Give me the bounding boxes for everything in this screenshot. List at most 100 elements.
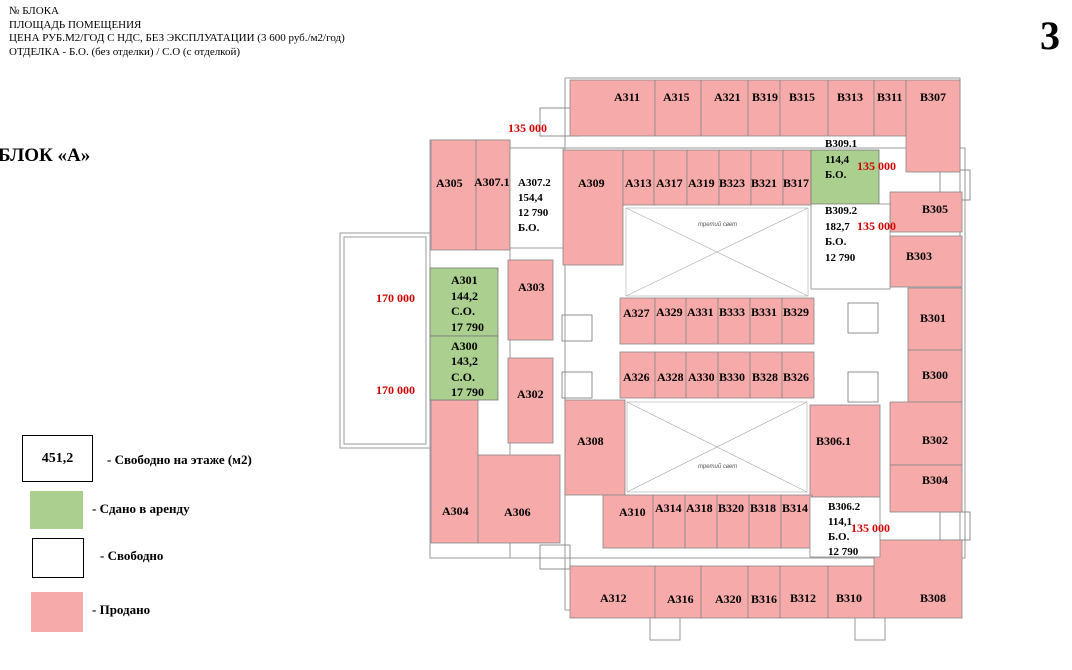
label-A301: A301 xyxy=(451,273,478,287)
room-A317 xyxy=(653,149,688,206)
room-B314 xyxy=(780,494,813,549)
room-B316 xyxy=(747,565,781,619)
label-B333: B333 xyxy=(719,305,745,319)
label-B329: B329 xyxy=(783,305,809,319)
label-A314: A314 xyxy=(655,501,682,515)
label-A303: A303 xyxy=(518,280,545,294)
room-A331 xyxy=(685,297,719,345)
legend-total-free-box: 451,2 xyxy=(22,435,93,482)
label-B306.2: B306.2 xyxy=(828,501,861,513)
label-A308: A308 xyxy=(577,434,604,448)
room-B309.1 xyxy=(810,149,880,205)
light-well-label-bottom: третий свет xyxy=(698,463,737,470)
room-B311 xyxy=(873,79,907,137)
price-B309.2: 135 000 xyxy=(857,219,896,233)
label-A309: A309 xyxy=(578,176,605,190)
rented-room-labels: A301 144,2 С.О. 17 790 170 000 A300 143,… xyxy=(376,138,896,399)
room-A300 xyxy=(429,335,499,401)
label-B316: B316 xyxy=(751,592,777,606)
legend-rented-swatch xyxy=(30,491,83,529)
sold-rooms xyxy=(430,79,963,619)
area-B309.2: 182,7 xyxy=(825,221,850,233)
light-well-label-top: третий свет xyxy=(698,221,737,228)
label-A311: A311 xyxy=(614,90,640,104)
finish-B309.1: Б.О. xyxy=(825,169,847,181)
room-A313 xyxy=(622,149,655,206)
price-A300: 170 000 xyxy=(376,383,415,397)
label-A316: A316 xyxy=(667,592,694,606)
label-B302: B302 xyxy=(922,433,948,447)
label-B314: B314 xyxy=(782,501,808,515)
rate-B306.2: 12 790 xyxy=(828,546,859,558)
room-A312 xyxy=(569,565,656,619)
finish-A307.2: Б.О. xyxy=(518,222,540,234)
label-B318: B318 xyxy=(750,501,776,515)
header-legend: № БЛОКА ПЛОЩАДЬ ПОМЕЩЕНИЯ ЦЕНА РУБ.М2/ГО… xyxy=(9,5,345,59)
room-B320 xyxy=(716,494,750,549)
label-A318: A318 xyxy=(686,501,713,515)
room-A315 xyxy=(654,79,702,137)
label-A307.2: A307.2 xyxy=(518,177,551,189)
room-A301 xyxy=(429,267,499,337)
price-A301: 170 000 xyxy=(376,291,415,305)
light-wells xyxy=(625,207,809,493)
room-B313 xyxy=(827,79,875,137)
room-A316 xyxy=(654,565,702,619)
rate-A300: 17 790 xyxy=(451,385,484,399)
room-A311 xyxy=(569,79,656,137)
label-B315: B315 xyxy=(789,90,815,104)
label-B306.1: B306.1 xyxy=(816,434,851,448)
area-B306.2: 114,1 xyxy=(828,516,852,528)
finish-A301: С.О. xyxy=(451,304,475,318)
free-room-labels: A307.2 154,4 12 790 Б.О. 135 000 B309.2 … xyxy=(508,121,896,558)
label-A319: A319 xyxy=(688,176,715,190)
label-B323: B323 xyxy=(719,176,745,190)
room-B328 xyxy=(749,351,783,399)
label-A306: A306 xyxy=(504,505,531,519)
label-B331: B331 xyxy=(751,305,777,319)
legend-sold-swatch xyxy=(31,592,83,632)
label-A331: A331 xyxy=(687,305,714,319)
room-B307 xyxy=(905,79,961,173)
room-A329 xyxy=(654,297,687,345)
label-B328: B328 xyxy=(752,370,778,384)
label-B304: B304 xyxy=(922,473,948,487)
legend-free-swatch xyxy=(32,538,84,578)
rate-A301: 17 790 xyxy=(451,320,484,334)
area-A307.2: 154,4 xyxy=(518,192,543,204)
header-line-price: ЦЕНА РУБ.М2/ГОД С НДС, БЕЗ ЭКСПЛУАТАЦИИ … xyxy=(9,32,345,44)
label-A329: A329 xyxy=(656,305,683,319)
label-A317: A317 xyxy=(656,176,683,190)
room-A314 xyxy=(652,494,686,549)
label-A328: A328 xyxy=(657,370,684,384)
room-A305 xyxy=(430,139,477,251)
room-A307.1 xyxy=(475,139,511,251)
room-A308 xyxy=(564,399,626,496)
room-A319 xyxy=(686,149,720,206)
floor-number: 3 xyxy=(1040,13,1060,58)
label-B326: B326 xyxy=(783,370,809,384)
legend-free-label: - Свободно xyxy=(100,548,164,563)
room-B302 xyxy=(889,401,963,466)
room-B308 xyxy=(873,539,963,619)
finish-B309.2: Б.О. xyxy=(825,236,847,248)
price-B309.1: 135 000 xyxy=(857,159,896,173)
area-B309.1: 114,4 xyxy=(825,154,850,166)
room-B309.2 xyxy=(810,203,891,290)
room-B304 xyxy=(889,464,963,513)
label-A326: A326 xyxy=(623,370,650,384)
sold-room-labels: A311 A315 A321 B319 B315 B313 B311 B307 … xyxy=(436,90,948,606)
room-A327 xyxy=(619,297,656,345)
label-A321: A321 xyxy=(714,90,741,104)
header-line-block-number: № БЛОКА xyxy=(9,5,59,17)
label-B301: B301 xyxy=(920,311,946,325)
label-B319: B319 xyxy=(752,90,778,104)
price-B306.2: 135 000 xyxy=(851,521,890,535)
room-A306 xyxy=(477,454,561,544)
finish-A300: С.О. xyxy=(451,370,475,384)
label-A315: A315 xyxy=(663,90,690,104)
label-B321: B321 xyxy=(751,176,777,190)
room-B315 xyxy=(779,79,829,137)
label-B320: B320 xyxy=(718,501,744,515)
